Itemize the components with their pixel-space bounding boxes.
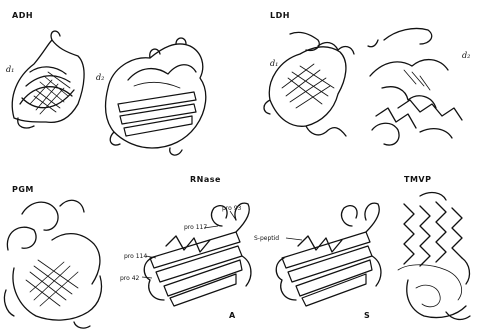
adh-domain-1-structure [12, 31, 84, 128]
rnase-label: RNase [190, 175, 221, 184]
pgm-label: PGM [12, 185, 34, 194]
adh-domain-2-structure [106, 38, 206, 155]
ldh-label: LDH [270, 11, 290, 20]
rnase-pro93-annotation: pro 93 [222, 205, 242, 212]
tmvp-label: TMVP [404, 175, 431, 184]
pgm-structure [4, 200, 101, 328]
ldh-domain-1-structure [264, 32, 354, 136]
adh-domain-1-label: d₁ [6, 65, 14, 74]
adh-domain-2-label: d₂ [96, 73, 104, 82]
rnase-pro117-annotation: pro 117 [184, 224, 207, 231]
tmvp-structure [398, 193, 470, 320]
ldh-domain-2-label: d₂ [462, 51, 470, 60]
ldh-domain-2-structure [368, 28, 462, 145]
rnase-pro42-leader [142, 277, 152, 278]
rnase-pro42-annotation: pro 42 [120, 275, 140, 282]
rnase-view-s-label: S [364, 311, 370, 320]
rnase-view-s-structure [276, 203, 381, 306]
adh-label: ADH [12, 11, 33, 20]
rnase-s-peptide-leader [286, 238, 302, 240]
ldh-domain-1-label: d₁ [270, 59, 278, 68]
rnase-view-a-label: A [229, 311, 236, 320]
rnase-s-peptide-annotation: S-peptid [254, 235, 279, 242]
rnase-pro114-annotation: pro 114 [124, 253, 147, 260]
